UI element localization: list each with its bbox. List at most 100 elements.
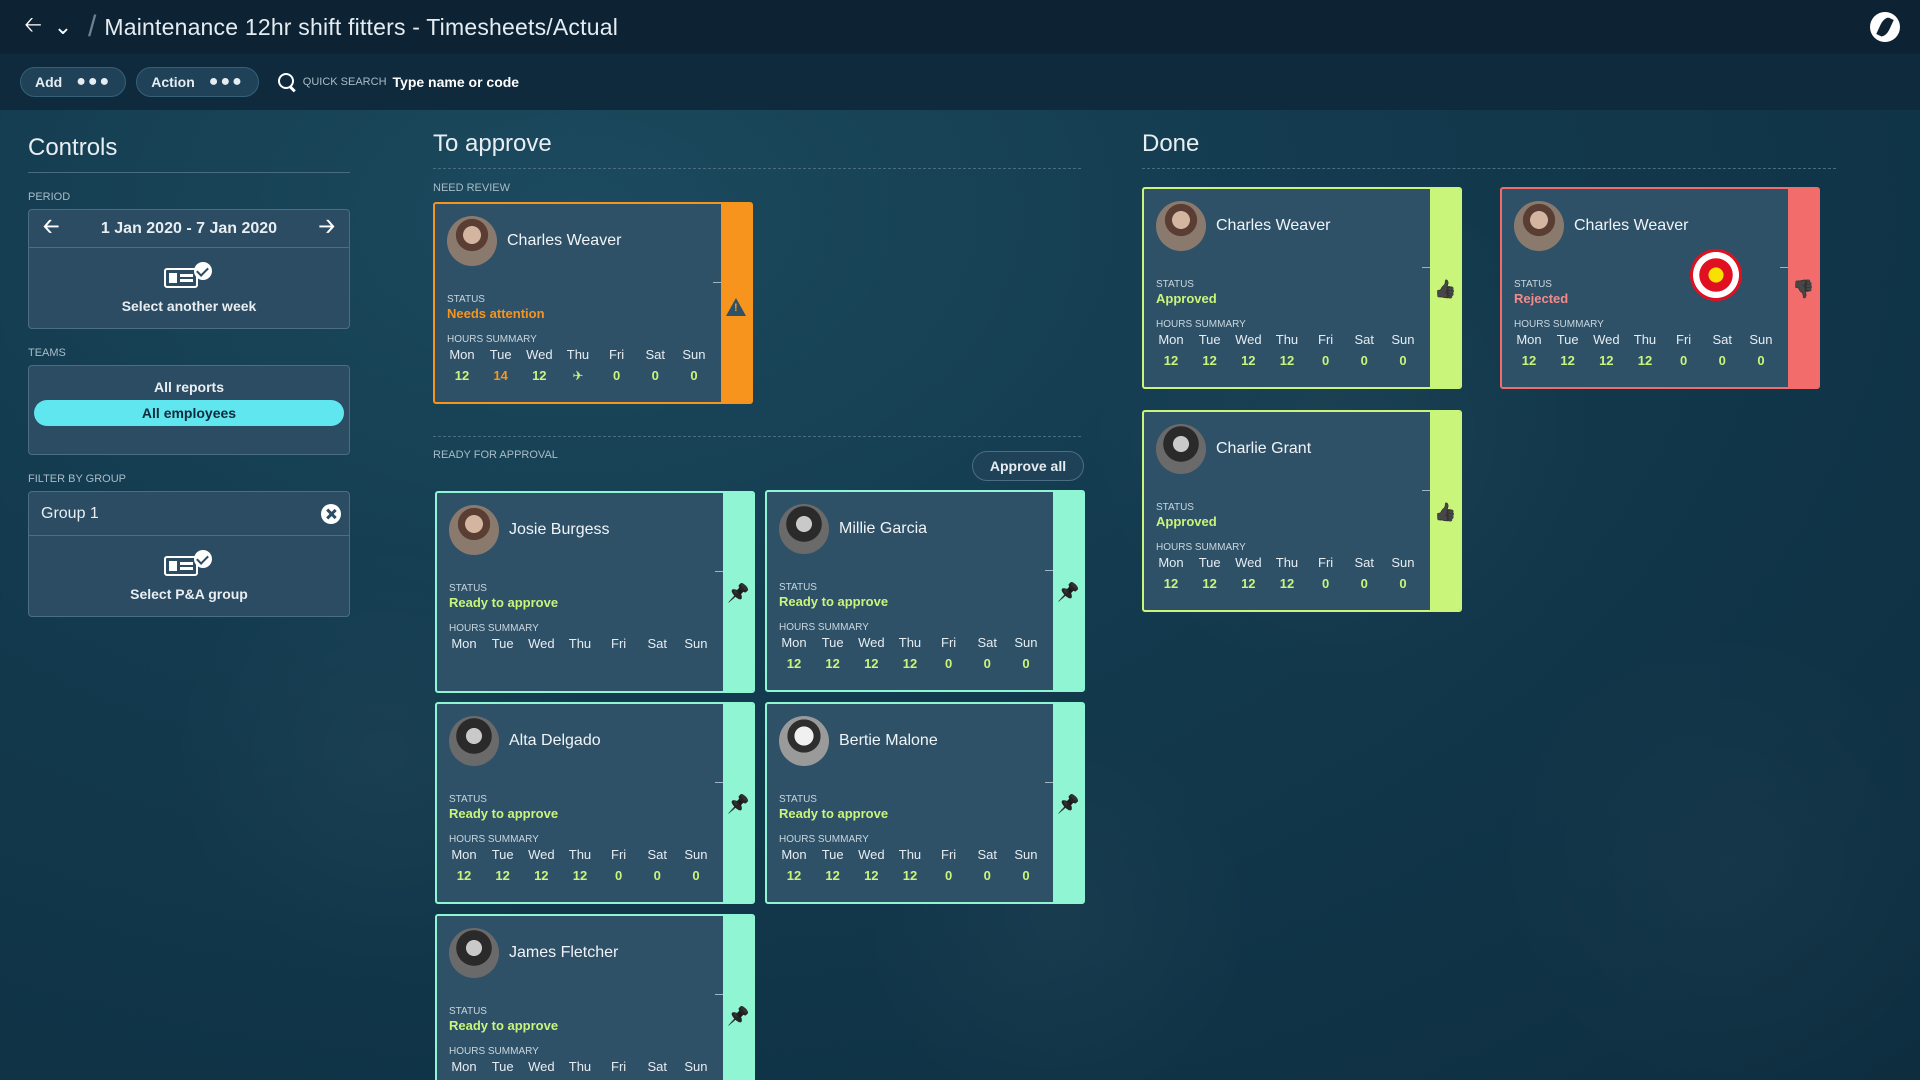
day-label: Thu bbox=[568, 847, 592, 862]
team-option-all-reports[interactable]: All reports bbox=[153, 379, 224, 395]
thumb-down-icon[interactable]: 👎 bbox=[1792, 279, 1815, 299]
thumb-up-icon[interactable]: 👍 bbox=[1434, 279, 1457, 299]
search-icon[interactable] bbox=[277, 72, 297, 92]
status-label: STATUS bbox=[779, 794, 817, 805]
brand-logo-icon[interactable] bbox=[1870, 12, 1900, 42]
day-hours: 12 bbox=[1202, 353, 1217, 368]
status-value: Ready to approve bbox=[449, 1018, 559, 1033]
day-label: Fri bbox=[1676, 332, 1692, 347]
day-hours: 12 bbox=[825, 656, 840, 671]
hours-summary-label: HOURS SUMMARY bbox=[779, 622, 869, 633]
day-label: Mon bbox=[1516, 332, 1542, 347]
day-hours: 0 bbox=[983, 868, 991, 883]
approve-all-button[interactable]: Approve all bbox=[972, 451, 1084, 481]
quick-search[interactable]: QUICK SEARCH Type name or code bbox=[277, 72, 519, 92]
day-label: Fri bbox=[611, 636, 627, 651]
done-title: Done bbox=[1142, 130, 1836, 169]
card-status-strip bbox=[723, 704, 753, 902]
section-divider bbox=[433, 436, 1081, 437]
card-notch bbox=[1045, 782, 1053, 783]
day-label: Sat bbox=[1712, 332, 1733, 347]
action-button[interactable]: Action ●●● bbox=[136, 67, 259, 97]
select-week-button[interactable]: Select another week bbox=[29, 248, 349, 328]
day-label: Fri bbox=[1318, 332, 1334, 347]
need-review-label: NEED REVIEW bbox=[433, 182, 511, 194]
clear-group-icon[interactable] bbox=[321, 503, 341, 524]
day-label: Wed bbox=[1593, 332, 1620, 347]
pin-icon[interactable]: 📌 bbox=[1057, 582, 1080, 602]
pin-icon[interactable]: 📌 bbox=[727, 794, 750, 814]
avatar bbox=[779, 504, 829, 554]
status-value: Ready to approve bbox=[449, 595, 559, 610]
status-label: STATUS bbox=[1156, 502, 1194, 513]
hours-summary-label: HOURS SUMMARY bbox=[1514, 319, 1604, 330]
day-label: Mon bbox=[451, 636, 477, 651]
day-label: Thu bbox=[1275, 555, 1299, 570]
search-input[interactable]: Type name or code bbox=[392, 74, 520, 90]
card-notch bbox=[713, 282, 721, 283]
add-button[interactable]: Add ●●● bbox=[20, 67, 127, 97]
day-label: Thu bbox=[898, 635, 922, 650]
thumb-up-icon[interactable]: 👍 bbox=[1434, 502, 1457, 522]
select-group-button[interactable]: Select P&A group bbox=[29, 536, 349, 616]
add-label: Add bbox=[35, 74, 63, 90]
day-label: Mon bbox=[449, 347, 475, 362]
chevron-down-icon[interactable]: ⌄ bbox=[53, 14, 73, 39]
card-status-strip bbox=[1788, 189, 1818, 387]
previous-week-arrow-icon[interactable]: 🡠 bbox=[43, 215, 60, 238]
status-value: Ready to approve bbox=[449, 806, 559, 821]
day-hours: 12 bbox=[786, 868, 802, 883]
more-dots-icon: ●●● bbox=[208, 73, 244, 90]
card-notch bbox=[1780, 267, 1788, 268]
select-group-label: Select P&A group bbox=[130, 586, 248, 602]
pin-icon[interactable]: 📌 bbox=[727, 583, 750, 603]
day-label: Sun bbox=[682, 347, 706, 362]
card-status-strip bbox=[1430, 189, 1460, 387]
day-label: Thu bbox=[568, 636, 592, 651]
status-label: STATUS bbox=[779, 582, 817, 593]
day-hours: 12 bbox=[864, 868, 879, 883]
team-option-all-employees[interactable]: All employees bbox=[34, 400, 344, 426]
day-label: Wed bbox=[526, 347, 553, 362]
card-status-strip bbox=[723, 493, 753, 691]
card-notch bbox=[715, 782, 723, 783]
day-column: Tue bbox=[484, 636, 522, 657]
day-label: Sun bbox=[684, 847, 708, 862]
back-arrow-icon[interactable]: 🡠 bbox=[24, 12, 42, 37]
status-value: Ready to approve bbox=[779, 806, 889, 821]
day-hours: 12 bbox=[532, 368, 547, 383]
status-label: STATUS bbox=[1514, 279, 1552, 290]
pin-icon[interactable]: 📌 bbox=[1057, 794, 1080, 814]
day-label: Fri bbox=[609, 347, 625, 362]
next-week-arrow-icon[interactable]: 🡢 bbox=[318, 215, 335, 238]
day-hours: 12 bbox=[902, 656, 918, 671]
day-label: Sun bbox=[1014, 847, 1038, 862]
day-label: Wed bbox=[858, 635, 885, 650]
warning-icon[interactable] bbox=[726, 298, 746, 316]
day-label: Sat bbox=[647, 1059, 668, 1074]
pin-icon[interactable]: 📌 bbox=[727, 1006, 750, 1026]
card-status-strip bbox=[1430, 412, 1460, 610]
day-hours: 12 bbox=[454, 368, 470, 383]
group-value: Group 1 bbox=[41, 504, 99, 522]
